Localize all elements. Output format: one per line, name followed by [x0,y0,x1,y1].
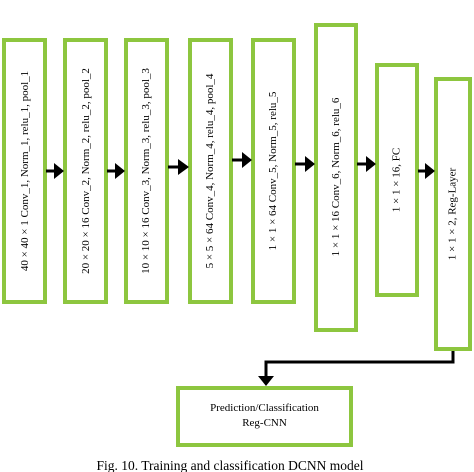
output-block: Prediction/Classification Reg-CNN [176,386,353,447]
arrow-1-2 [46,163,64,179]
arrow-2-3 [107,163,125,179]
layer-block-7: 1 × 1 × 16, FC [375,63,419,297]
layer-box-3 [124,38,169,304]
layer-block-5: 1 × 1 × 64 Conv_5, Norm_5, relu_5 [251,38,296,304]
layer-box-2 [63,38,108,304]
layer-block-6: 1 × 1 × 16 Conv_6, Norm_6, relu_6 [314,23,358,332]
layer-label-6: 1 × 1 × 16 Conv_6, Norm_6, relu_6 [330,97,342,256]
layer-box-6 [314,23,358,332]
arrow-6-7 [357,156,376,172]
output-box [176,386,353,447]
output-label-line2: Reg-CNN [242,417,287,429]
arrow-7-8 [418,163,435,179]
layer-label-7: 1 × 1 × 16, FC [391,148,403,212]
layer-box-1 [2,38,47,304]
layer-label-8: 1 × 1 × 2, Reg-Layer [447,167,459,260]
layer-block-1: 40 × 40 × 1 Conv_1, Norm_1, relu_1, pool… [2,38,47,304]
layer-box-5 [251,38,296,304]
layer-box-4 [188,38,233,304]
layer-label-2: 20 × 20 × 16 Conv_2, Norm_2, relu_2, poo… [80,68,92,274]
layer-block-2: 20 × 20 × 16 Conv_2, Norm_2, relu_2, poo… [63,38,108,304]
arrow-3-4 [168,159,189,175]
layer-label-3: 10 × 10 × 16 Conv_3, Norm_3, relu_3, poo… [140,68,152,274]
arrow-to-output [258,351,455,386]
arrow-4-5 [232,152,252,168]
arrow-5-6 [295,156,315,172]
layer-block-3: 10 × 10 × 16 Conv_3, Norm_3, relu_3, poo… [124,38,169,304]
layer-box-7 [375,63,419,297]
layer-box-8 [434,77,472,351]
figure-caption: Fig. 10. Training and classification DCN… [97,458,364,472]
layer-label-1: 40 × 40 × 1 Conv_1, Norm_1, relu_1, pool… [19,71,31,271]
output-label-line1: Prediction/Classification [210,402,319,414]
layer-label-4: 5 × 5 × 64 Conv_4, Norm_4, relu_4, pool_… [204,73,216,268]
layer-label-5: 1 × 1 × 64 Conv_5, Norm_5, relu_5 [267,91,279,250]
layer-block-8: 1 × 1 × 2, Reg-Layer [434,77,472,351]
layer-block-4: 5 × 5 × 64 Conv_4, Norm_4, relu_4, pool_… [188,38,233,304]
